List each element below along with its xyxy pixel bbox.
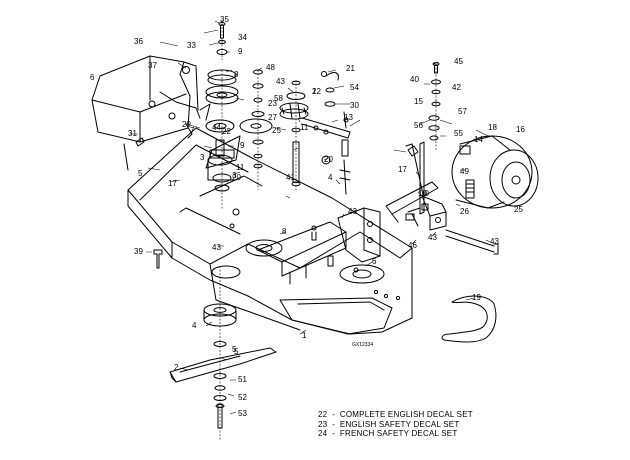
callout-label: 43 — [212, 243, 221, 252]
legend-text: COMPLETE ENGLISH DECAL SET — [339, 410, 473, 419]
callout-label: 58 — [274, 94, 283, 103]
center-spindle-assembly — [205, 20, 239, 210]
callout-label: 53 — [238, 409, 247, 418]
callout-label: 17 — [398, 165, 407, 174]
right-spindle-assembly — [279, 71, 351, 195]
callout-label: 10 — [420, 189, 429, 198]
callout-label: 21 — [346, 64, 355, 73]
callout-label: 20 — [324, 155, 333, 164]
callout-label: 8 — [282, 227, 287, 236]
callout-label: 15 — [414, 97, 423, 106]
discharge-chute — [91, 55, 211, 143]
decal-set-legend: 22 - COMPLETE ENGLISH DECAL SET 23 - ENG… — [318, 410, 473, 439]
callout-label: 22 — [222, 127, 231, 136]
figure-reference: GX12334 — [352, 342, 373, 348]
callout-label: 1 — [302, 331, 307, 340]
callout-label: 5 — [232, 345, 237, 354]
callout-label: 39 — [134, 247, 143, 256]
legend-number: 23 — [318, 419, 328, 429]
callout-label: 43 — [490, 237, 499, 246]
callout-label: 25 — [514, 205, 523, 214]
callout-label: 36 — [134, 37, 143, 46]
callout-label: 4 — [328, 173, 333, 182]
callout-label: 3 — [200, 153, 205, 162]
callout-label: 6 — [372, 257, 377, 266]
legend-separator: - — [332, 419, 336, 429]
callout-label: 45 — [454, 57, 463, 66]
callout-label: 19 — [472, 293, 481, 302]
callout-labels: 35 36 34 33 9 37 8 48 43 2 21 45 40 42 6… — [90, 15, 525, 418]
callout-label: 52 — [238, 393, 247, 402]
callout-label: 11 — [236, 163, 245, 172]
callout-label: 48 — [266, 63, 275, 72]
callout-label: 6 — [90, 73, 95, 82]
height-adjust-and-wheel-assembly — [385, 62, 539, 255]
callout-label: 2 — [174, 363, 179, 372]
legend-text: ENGLISH SAFETY DECAL SET — [339, 419, 460, 429]
callout-label: 49 — [460, 167, 469, 176]
callout-label: 9 — [238, 47, 243, 56]
callout-label: 10 — [418, 189, 427, 198]
mower-deck-housing — [127, 127, 413, 335]
legend-number: 22 — [318, 410, 328, 419]
callout-label: 54 — [350, 83, 359, 92]
callout-label: 51 — [238, 375, 247, 384]
callout-label: 12 — [312, 87, 321, 96]
callout-label: 43 — [348, 207, 357, 216]
callout-label: 26 — [460, 207, 469, 216]
callout-label: 30 — [350, 101, 359, 110]
callout-label: 55 — [454, 129, 463, 138]
callout-label: 25 — [272, 126, 281, 135]
callout-label: 20 — [232, 173, 241, 182]
callout-label: 3 — [232, 171, 237, 180]
callout-label: 56 — [414, 121, 423, 130]
legend-text: FRENCH SAFETY DECAL SET — [339, 429, 458, 438]
legend-row: 23 - ENGLISH SAFETY DECAL SET — [318, 420, 473, 430]
legend-row: 22 - COMPLETE ENGLISH DECAL SET — [318, 410, 473, 420]
callout-label: 9 — [240, 141, 245, 150]
callout-label: 46 — [408, 241, 417, 250]
callout-label: 7 — [190, 126, 195, 135]
callout-label: 14 — [474, 135, 483, 144]
callout-label: 11 — [300, 123, 309, 132]
callout-label: 13 — [344, 113, 353, 122]
callout-label: 5 — [138, 169, 143, 178]
callout-label: 17 — [168, 179, 177, 188]
callout-label: 37 — [148, 61, 157, 70]
callout-label: 27 — [268, 113, 277, 122]
legend-number: 24 — [318, 429, 328, 438]
callout-label: 41 — [286, 173, 295, 182]
callout-label: 43 — [276, 77, 285, 86]
drive-belt — [441, 295, 497, 343]
legend-separator: - — [332, 410, 336, 419]
callout-label: 23 — [268, 99, 277, 108]
callout-label: 5 — [234, 347, 239, 356]
callout-label: 34 — [238, 33, 247, 42]
legend-row: 24 - FRENCH SAFETY DECAL SET — [318, 429, 473, 439]
callout-label: 33 — [187, 41, 196, 50]
blade-spindle-assembly — [123, 137, 277, 440]
callout-label: 18 — [488, 123, 497, 132]
callout-label: 16 — [516, 125, 525, 134]
callout-label: 40 — [410, 75, 419, 84]
callout-label: 8 — [234, 70, 239, 79]
callout-label: 42 — [452, 83, 461, 92]
callout-label: 4 — [192, 321, 197, 330]
callout-label: 35 — [220, 15, 229, 24]
callout-label: 31 — [128, 129, 137, 138]
callout-label: 29 — [182, 120, 191, 129]
legend-separator: - — [332, 429, 336, 438]
callout-label: 57 — [458, 107, 467, 116]
callout-label: 43 — [428, 233, 437, 242]
callout-label: 44 — [212, 123, 221, 132]
callout-label: 2 — [312, 87, 317, 96]
